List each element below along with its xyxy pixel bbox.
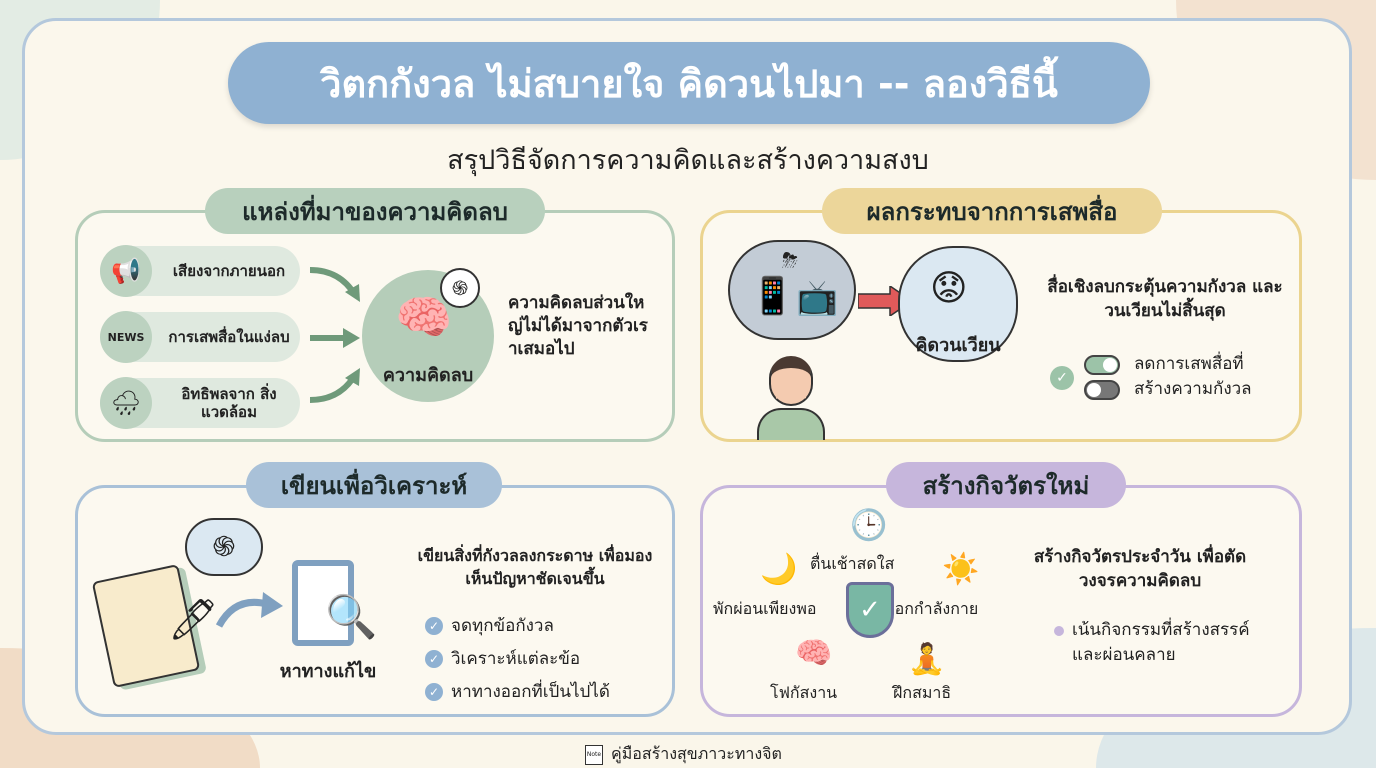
pen-icon: 🖊 <box>168 597 219 643</box>
routine-bullet: เน้นกิจกรรมที่สร้างสรรค์ และผ่อนคลาย <box>1072 620 1250 665</box>
media-heading: ผลกระทบจากการเสพสื่อ <box>822 188 1162 234</box>
check-icon: ✓ <box>425 616 443 635</box>
magnifier-icon: 🔍 <box>325 592 378 641</box>
check-item: ✓จดทุกข้อกังวล <box>425 612 665 639</box>
center-label: ความคิดลบ <box>382 365 474 386</box>
page-title: วิตกกังวล ไม่สบายใจ คิดวนไปมา -- ลองวิธี… <box>228 42 1150 124</box>
loop-cloud <box>898 246 1018 362</box>
source-item: 📢เสียงจากภายนอก <box>100 245 300 297</box>
check-icon: ✓ <box>425 682 443 701</box>
media-cloud <box>728 240 856 340</box>
clipboard-icon <box>292 560 354 646</box>
meditation-icon: 🧘 <box>908 642 946 677</box>
storm-icon: ⛈ <box>782 248 798 272</box>
checklist: ✓จดทุกข้อกังวล ✓วิเคราะห์แต่ละข้อ ✓หาทาง… <box>425 612 665 711</box>
check-item: ✓วิเคราะห์แต่ละข้อ <box>425 645 665 672</box>
loop-label: คิดวนเวียน <box>915 335 1001 356</box>
cycle-step: ตื่นเช้าสดใส <box>810 554 895 573</box>
panel-routine <box>700 485 1302 717</box>
newspaper-icon: NEWS <box>100 311 152 363</box>
sun-icon: ☀️ <box>942 552 980 587</box>
routine-note: สร้างกิจวัตรประจำวัน เพื่อตัดวงจรความคิด… <box>1033 547 1247 591</box>
sad-loop-icon: 😟 <box>930 268 968 309</box>
cycle-step: โฟกัสงาน <box>770 683 838 702</box>
moon-icon: 🌙 <box>760 552 798 587</box>
cycle-step: ออกกำลังกาย <box>885 599 979 618</box>
media-note: สื่อเชิงลบกระตุ้นความกังวล และวนเวียนไม่… <box>1047 277 1283 321</box>
routine-heading: สร้างกิจวัตรใหม่ <box>886 462 1126 508</box>
person-icon <box>755 356 827 440</box>
check-icon: ✓ <box>425 649 443 668</box>
curved-arrow-icon <box>215 592 283 628</box>
shield-check-icon: ✓ <box>846 582 894 638</box>
toggle-on[interactable] <box>1084 355 1120 375</box>
clock-icon: 🕒 <box>850 508 888 543</box>
rain-cloud-icon: 🌧 <box>100 377 152 429</box>
toggle-text: ลดการเสพสื่อที่ สร้างความกังวล <box>1134 354 1252 399</box>
writing-heading: เขียนเพื่อวิเคราะห์ <box>246 462 502 508</box>
thought-tangle-icon: ֍ <box>185 518 263 576</box>
check-item: ✓หาทางออกที่เป็นไปได้ <box>425 678 665 705</box>
cycle-step: ฝึกสมาธิ <box>893 683 952 702</box>
phone-icon: 📱 <box>750 276 795 317</box>
note-icon: Note <box>585 744 603 765</box>
tangle-bubble-icon: ֍ <box>440 268 480 308</box>
tv-icon: 📺 <box>796 278 839 318</box>
sources-heading: แหล่งที่มาของความคิดลบ <box>205 188 545 234</box>
megaphone-icon: 📢 <box>100 245 152 297</box>
page-subtitle: สรุปวิธีจัดการความคิดและสร้างความสงบ <box>447 145 929 176</box>
arrows-to-center <box>309 267 360 403</box>
check-icon: ✓ <box>1050 366 1074 390</box>
head-gear-icon: 🧠 <box>795 636 833 671</box>
source-item: 🌧อิทธิพลจาก สิ่งแวดล้อม <box>100 377 300 429</box>
cycle-step: พักผ่อนเพียงพอ <box>713 599 817 618</box>
writing-note: เขียนสิ่งที่กังวลลงกระดาษ เพื่อมองเห็นปั… <box>417 546 653 589</box>
clipboard-label: หาทางแก้ไข <box>279 661 377 682</box>
sources-note: ความคิดลบส่วนใหญ่ไม่ได้มาจากตัวเราเสมอไป <box>508 293 648 359</box>
footer: Note คู่มือสร้างสุขภาวะทางจิต <box>585 744 782 765</box>
toggle-off[interactable] <box>1084 380 1120 400</box>
bullet-dot-icon <box>1054 626 1064 636</box>
